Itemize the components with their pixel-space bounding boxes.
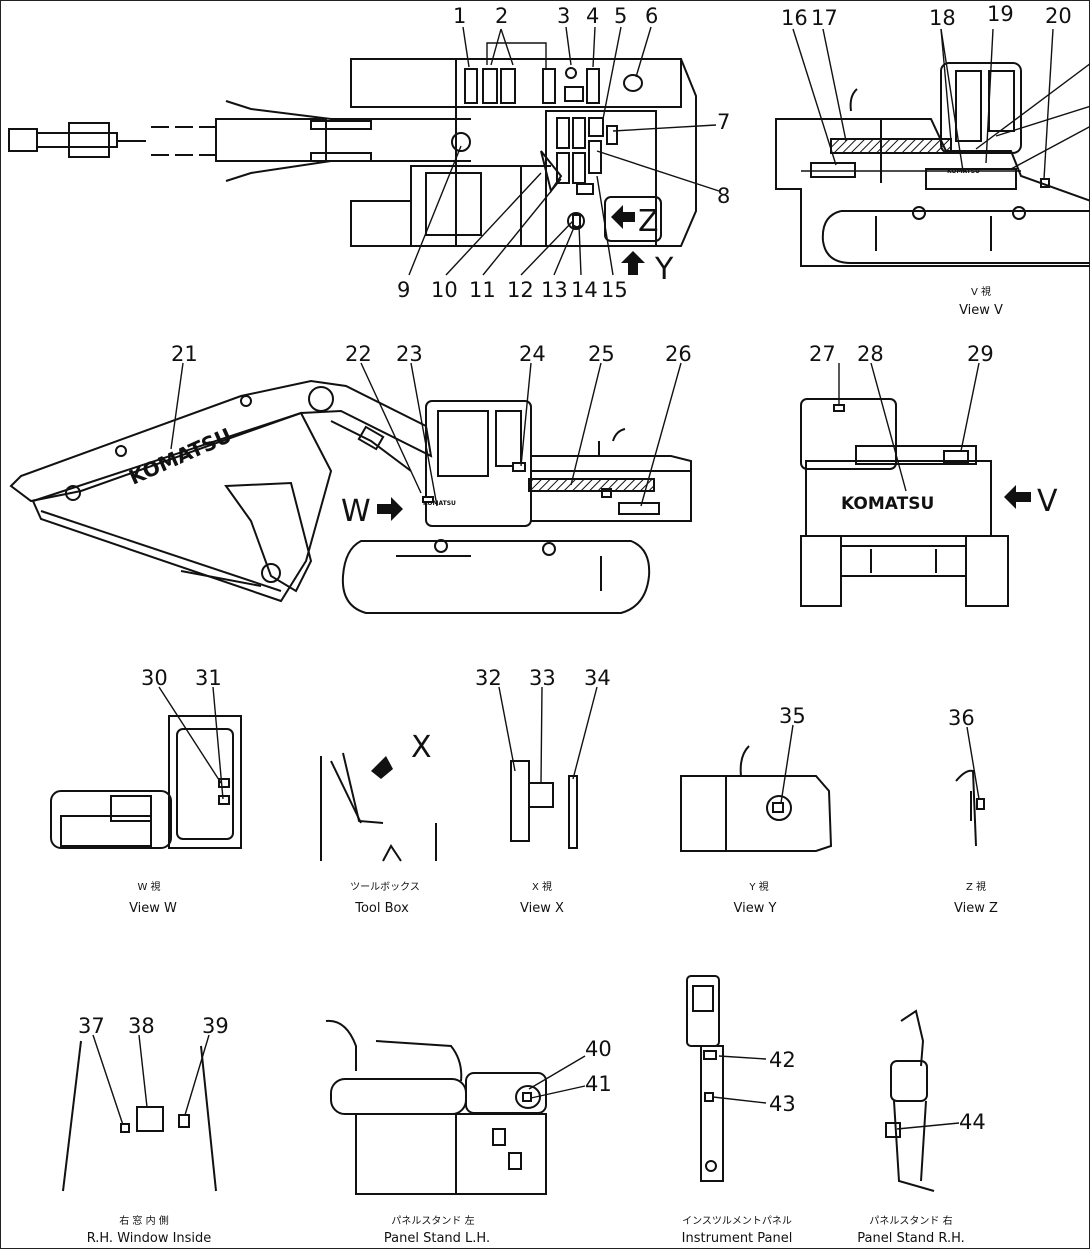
callout-22: 22 bbox=[345, 342, 372, 366]
view-z-drawing: 36 Z 視 View Z bbox=[948, 706, 998, 916]
callout-41: 41 bbox=[585, 1072, 612, 1096]
callout-32: 32 bbox=[475, 666, 502, 690]
side-view: W KOMATSU KOMATSU 21 22 23 24 25 26 bbox=[9, 342, 692, 614]
view-x-jp: X 視 bbox=[532, 880, 552, 893]
callout-18: 18 bbox=[929, 6, 956, 30]
view-x-drawing: 32 33 34 X 視 View X bbox=[475, 666, 611, 916]
callout-26: 26 bbox=[665, 342, 692, 366]
callout-6: 6 bbox=[645, 4, 658, 28]
callout-9: 9 bbox=[397, 278, 410, 302]
tool-box-caption: Tool Box bbox=[354, 901, 409, 916]
callout-13: 13 bbox=[541, 278, 568, 302]
panel-rh-jp: パネルスタンド 右 bbox=[869, 1214, 952, 1227]
callout-16: 16 bbox=[781, 6, 808, 30]
view-v-jp: V 視 bbox=[971, 285, 991, 298]
callout-5: 5 bbox=[614, 4, 627, 28]
panel-lh-caption: Panel Stand L.H. bbox=[384, 1231, 490, 1246]
callout-2: 2 bbox=[495, 4, 508, 28]
panel-rh-caption: Panel Stand R.H. bbox=[857, 1231, 965, 1246]
view-w-caption: View W bbox=[129, 901, 177, 916]
callout-8: 8 bbox=[717, 184, 730, 208]
callout-42: 42 bbox=[769, 1048, 796, 1072]
view-z-caption: View Z bbox=[954, 901, 998, 916]
callout-1: 1 bbox=[453, 4, 466, 28]
panel-lh-jp: パネルスタンド 左 bbox=[391, 1214, 474, 1227]
rh-window-jp: 右 窓 内 側 bbox=[119, 1214, 169, 1227]
view-v-caption: View V bbox=[959, 303, 1003, 318]
panel-stand-rh-drawing: 44 パネルスタンド 右 Panel Stand R.H. bbox=[857, 1009, 986, 1246]
view-w-drawing: 30 31 W 視 View W bbox=[50, 666, 242, 916]
callout-12: 12 bbox=[507, 278, 534, 302]
callout-44: 44 bbox=[959, 1110, 986, 1134]
callout-23: 23 bbox=[396, 342, 423, 366]
arrow-letter-w: W bbox=[341, 494, 371, 529]
tool-box-jp: ツールボックス bbox=[350, 881, 420, 893]
callout-4: 4 bbox=[586, 4, 599, 28]
instrument-panel-drawing: 42 43 インスツルメントパネル Instrument Panel bbox=[682, 975, 796, 1246]
callout-11: 11 bbox=[469, 278, 496, 302]
arrow-letter-z: Z bbox=[638, 204, 659, 239]
view-z-jp: Z 視 bbox=[966, 880, 986, 893]
view-v-drawing: KOMATSU 16 17 18 19 20 V 視 View V bbox=[775, 2, 1090, 318]
logo-side-cab: KOMATSU bbox=[423, 500, 456, 507]
view-w-jp: W 視 bbox=[137, 880, 160, 893]
callout-15: 15 bbox=[601, 278, 628, 302]
arrow-letter-y: Y bbox=[654, 252, 674, 287]
tool-box-drawing: X ツールボックス Tool Box bbox=[320, 730, 437, 916]
rh-window-drawing: 37 38 39 右 窓 内 側 R.H. Window Inside bbox=[62, 1014, 229, 1246]
instrument-jp: インスツルメントパネル bbox=[682, 1215, 792, 1227]
callout-24: 24 bbox=[519, 342, 546, 366]
arrow-letter-x: X bbox=[411, 730, 432, 765]
arrow-letter-v: V bbox=[1037, 484, 1058, 519]
callout-7: 7 bbox=[717, 110, 730, 134]
callout-43: 43 bbox=[769, 1092, 796, 1116]
callout-10: 10 bbox=[431, 278, 458, 302]
callout-28: 28 bbox=[857, 342, 884, 366]
callout-30: 30 bbox=[141, 666, 168, 690]
callout-17: 17 bbox=[811, 6, 838, 30]
callout-31: 31 bbox=[195, 666, 222, 690]
view-x-caption: View X bbox=[520, 901, 564, 916]
view-y-caption: View Y bbox=[734, 901, 777, 916]
callout-34: 34 bbox=[584, 666, 611, 690]
callout-21: 21 bbox=[171, 342, 198, 366]
instrument-caption: Instrument Panel bbox=[682, 1231, 793, 1246]
rh-window-caption: R.H. Window Inside bbox=[87, 1231, 212, 1246]
callout-36: 36 bbox=[948, 706, 975, 730]
callout-14: 14 bbox=[571, 278, 598, 302]
rear-view: KOMATSU V 27 28 29 bbox=[800, 342, 1058, 607]
callout-40: 40 bbox=[585, 1037, 612, 1061]
callout-38: 38 bbox=[128, 1014, 155, 1038]
callout-39: 39 bbox=[202, 1014, 229, 1038]
callouts-top-view: 1 2 3 4 5 6 7 8 9 10 11 12 13 14 15 bbox=[397, 4, 730, 302]
logo-rear: KOMATSU bbox=[841, 494, 934, 514]
callout-20: 20 bbox=[1045, 4, 1072, 28]
callout-33: 33 bbox=[529, 666, 556, 690]
callout-35: 35 bbox=[779, 704, 806, 728]
callout-37: 37 bbox=[78, 1014, 105, 1038]
callout-25: 25 bbox=[588, 342, 615, 366]
callout-29: 29 bbox=[967, 342, 994, 366]
logo-view-v: KOMATSU bbox=[947, 168, 980, 175]
view-y-drawing: 35 Y 視 View Y bbox=[680, 704, 833, 916]
view-y-jp: Y 視 bbox=[748, 880, 768, 893]
callout-3: 3 bbox=[557, 4, 570, 28]
panel-stand-lh-drawing: 40 41 パネルスタンド 左 Panel Stand L.H. bbox=[325, 1019, 612, 1246]
callout-19: 19 bbox=[987, 2, 1014, 26]
top-view: Z Y bbox=[8, 26, 720, 287]
callout-27: 27 bbox=[809, 342, 836, 366]
